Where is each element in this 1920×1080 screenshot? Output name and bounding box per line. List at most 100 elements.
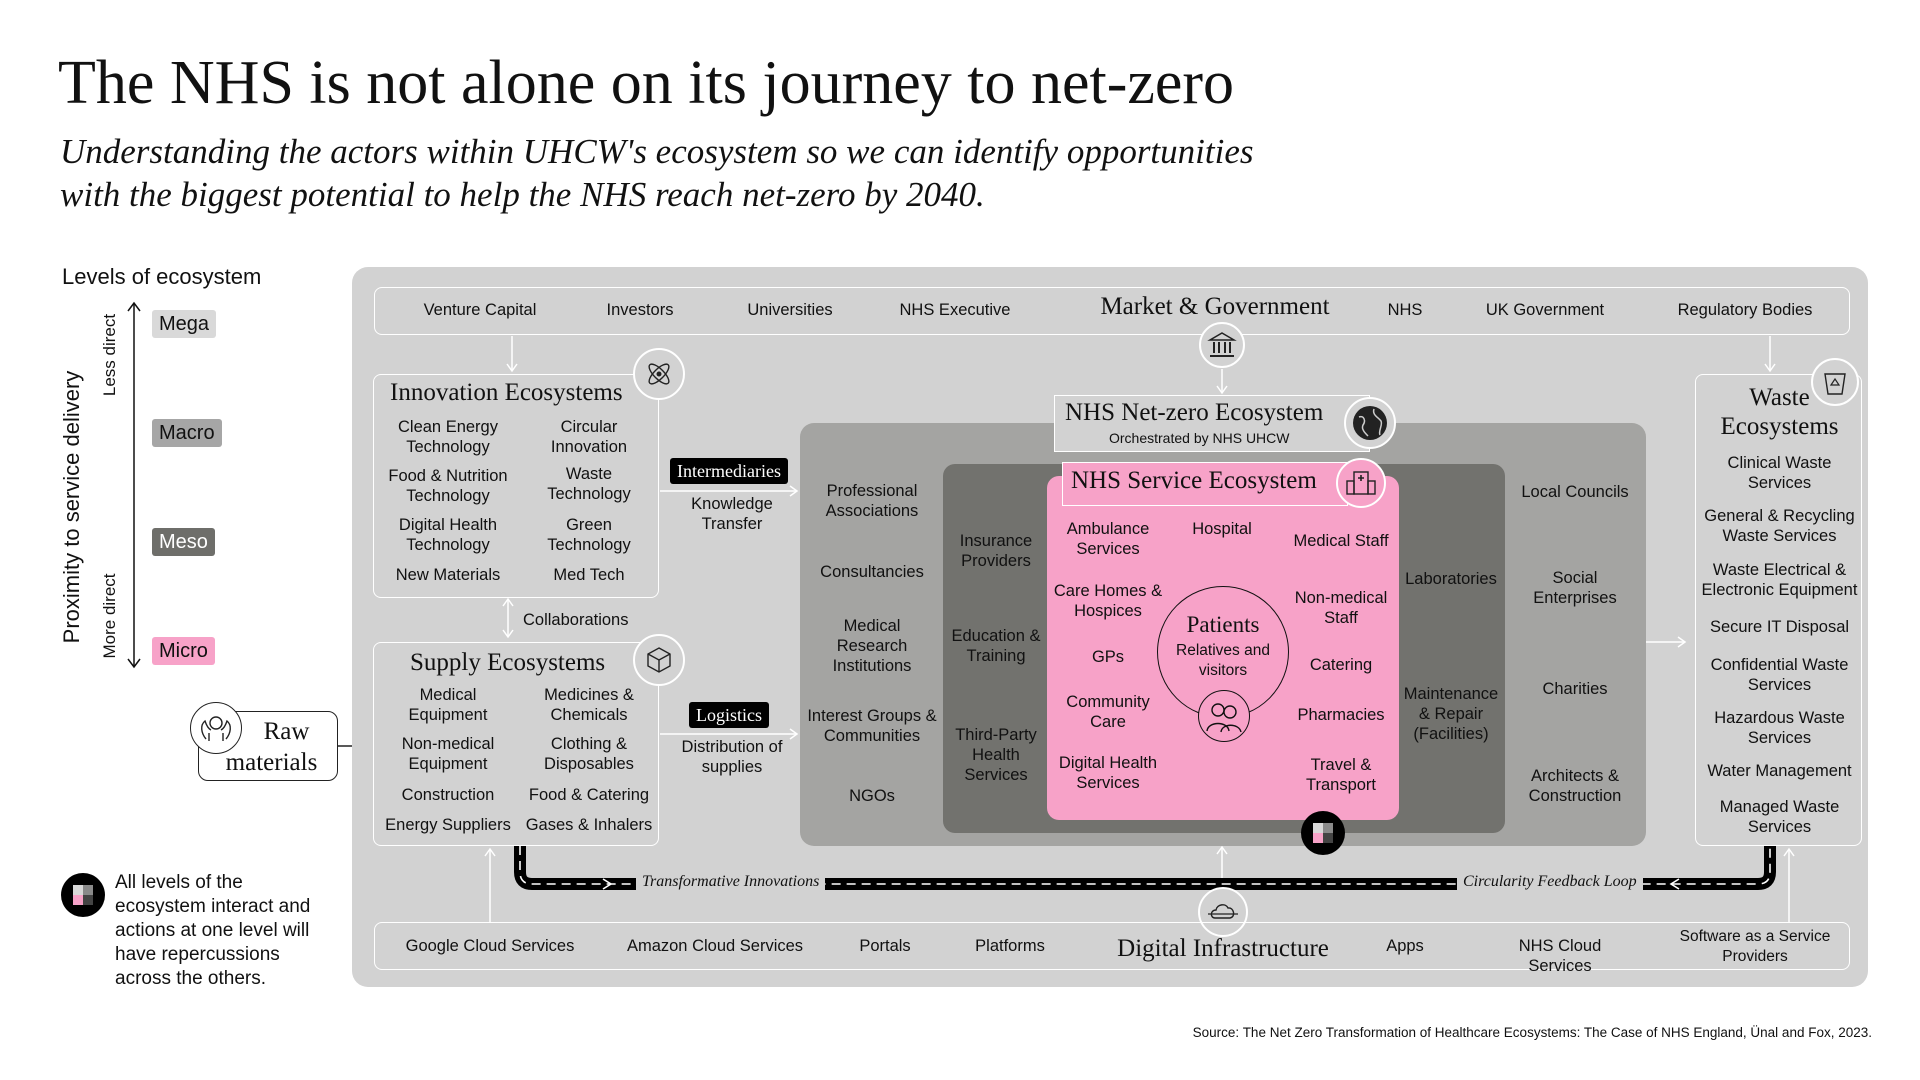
waste-item: Hazardous Waste Services [1714,709,1845,747]
raw-materials-label: Raw materials [209,716,334,778]
service-item: Ambulance Services [1066,520,1150,558]
digital-item: NHS Cloud Services [1518,937,1602,975]
level-mega: Mega [152,310,217,338]
service-item: Travel & Transport [1306,756,1376,794]
level-meso-label: Meso [159,531,208,553]
digital-item: Platforms [975,937,1045,955]
market-item-investors: Investors [606,301,674,319]
patients-label: Patients [1186,612,1260,637]
people-icon [1198,690,1250,742]
digital-item: Amazon Cloud Services [626,937,804,955]
level-meso: Meso [152,528,215,556]
level-macro: Macro [152,419,222,447]
page-title: The NHS is not alone on its journey to n… [58,49,1235,117]
waste-item: Water Management [1707,762,1852,780]
service-title: NHS Service Ecosystem [1071,467,1317,494]
subtitle-line-2: with the biggest potential to help the N… [60,175,985,214]
netzero-title: NHS Net-zero Ecosystem [1065,399,1324,426]
cloud-network-icon [1198,887,1248,937]
service-item: Pharmacies [1297,706,1385,724]
meso-item: Laboratories [1405,570,1497,588]
market-item-universities: Universities [747,301,833,319]
netzero-item: Local Councils [1521,483,1629,501]
level-micro-label: Micro [159,640,208,662]
innovation-item: Clean Energy Technology [398,418,498,456]
meso-item: Maintenance & Repair (Facilities) [1403,685,1499,743]
proximity-arrow [127,301,141,669]
service-item: Community Care [1066,693,1150,731]
hospital-icon [1336,458,1386,508]
netzero-item: NGOs [849,787,895,805]
service-item: Digital Health Services [1058,754,1158,792]
collaborations-label: Collaborations [523,611,629,629]
netzero-subtitle: Orchestrated by NHS UHCW [1109,430,1290,446]
meso-item: Third-Party Health Services [955,726,1037,784]
market-item-venture-capital: Venture Capital [423,301,537,319]
bank-icon [1199,322,1245,368]
waste-item: Secure IT Disposal [1709,618,1850,636]
service-item: Catering [1309,656,1373,674]
hands-icon [190,702,242,754]
loop-left-label: Transformative Innovations [636,873,826,891]
digital-item: Google Cloud Services [405,937,575,955]
digital-item: Portals [859,937,911,955]
supply-item: Clothing & Disposables [544,735,634,773]
market-item-regulatory-bodies: Regulatory Bodies [1677,301,1813,319]
innovation-item: Green Technology [547,516,631,554]
netzero-item: Interest Groups & Communities [807,707,937,745]
supply-ecosystems-box: Supply Ecosystems Medical Equipment Non-… [373,642,659,846]
globe-icon [1344,397,1396,449]
market-government-bar: Venture Capital Investors Universities N… [374,287,1850,335]
supply-item: Gases & Inhalers [525,816,653,834]
meso-item: Education & Training [951,627,1041,665]
level-mega-label: Mega [159,313,210,335]
innovation-item: Circular Innovation [550,418,628,456]
page-subtitle: Understanding the actors within UHCW's e… [60,130,1320,216]
four-colour-circle-icon [60,872,106,918]
supply-title: Supply Ecosystems [410,649,606,676]
digital-infrastructure-bar: Google Cloud Services Amazon Cloud Servi… [374,922,1850,975]
digital-title: Digital Infrastructure [1117,935,1329,962]
legend-note: All levels of the ecosystem interact and… [115,872,311,989]
subtitle-line-1: Understanding the actors within UHCW's e… [60,132,1254,171]
supply-item: Food & Catering [528,786,650,804]
loop-right-label: Circularity Feedback Loop [1457,873,1643,891]
meso-item: Insurance Providers [959,532,1033,570]
innovation-item: Digital Health Technology [398,516,498,554]
netzero-title-box: NHS Net-zero Ecosystem Orchestrated by N… [1054,395,1370,452]
level-micro: Micro [152,637,215,665]
waste-item: Managed Waste Services [1719,798,1840,836]
waste-item: Clinical Waste Services [1727,454,1832,492]
distribution-label: Distribution of supplies [681,738,783,776]
raw-materials-line1: Raw [263,718,310,745]
supply-item: Energy Suppliers [385,816,511,834]
four-colour-circle-icon [1300,810,1346,856]
service-item: GPs [1091,648,1125,666]
patients-sub-label: Relatives and visitors [1176,642,1270,679]
service-item: Medical Staff [1293,532,1389,550]
level-macro-label: Macro [159,422,215,444]
supply-item: Medical Equipment [408,686,488,724]
recycle-bin-icon [1811,358,1859,406]
innovation-item: Med Tech [553,566,625,584]
netzero-item: Professional Associations [825,482,919,520]
knowledge-transfer-label: Knowledge Transfer [691,495,773,533]
netzero-item: Architects & Construction [1528,767,1622,805]
service-item-hospital: Hospital [1192,520,1252,538]
waste-title: Waste Ecosystems [1696,383,1863,441]
intermediaries-tag: Intermediaries [670,458,788,484]
innovation-item: Waste Technology [547,465,631,503]
digital-item: Software as a Service Providers [1679,928,1831,965]
innovation-title: Innovation Ecosystems [390,379,623,406]
waste-item: Confidential Waste Services [1710,656,1849,694]
market-item-uk-government: UK Government [1485,301,1605,319]
service-title-box: NHS Service Ecosystem [1062,462,1348,506]
netzero-item: Social Enterprises [1533,569,1617,607]
market-title: Market & Government [1100,293,1330,320]
innovation-ecosystems-box: Innovation Ecosystems Clean Energy Techn… [373,374,659,598]
waste-item: General & Recycling Waste Services [1704,507,1855,545]
box-icon [633,634,685,686]
source-note: Source: The Net Zero Transformation of H… [1192,1025,1872,1040]
